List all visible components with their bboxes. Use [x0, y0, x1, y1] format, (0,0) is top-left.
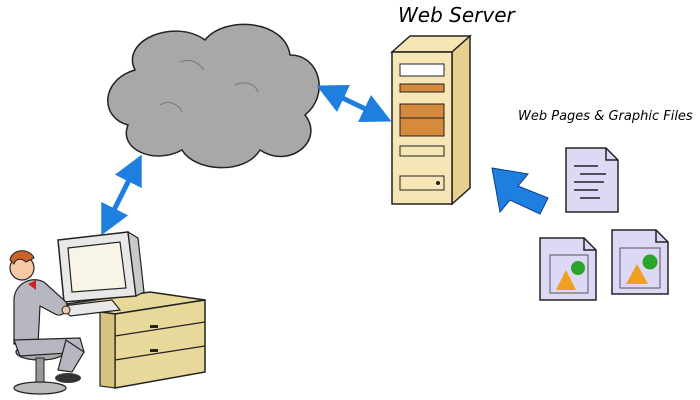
cloud-computer-arrow	[101, 154, 142, 236]
server-tower-icon	[390, 34, 472, 206]
cloud-server-arrow	[316, 84, 392, 123]
files-caption: Web Pages & Graphic Files	[518, 109, 693, 124]
graphic-file-icon	[539, 237, 597, 301]
files-to-server-arrow	[491, 167, 549, 215]
internet-cloud-icon	[107, 23, 320, 169]
person-at-computer-icon	[9, 230, 206, 395]
graphic-file-icon	[611, 229, 669, 295]
web-page-document-icon	[565, 147, 619, 213]
server-title: Web Server	[398, 3, 516, 27]
